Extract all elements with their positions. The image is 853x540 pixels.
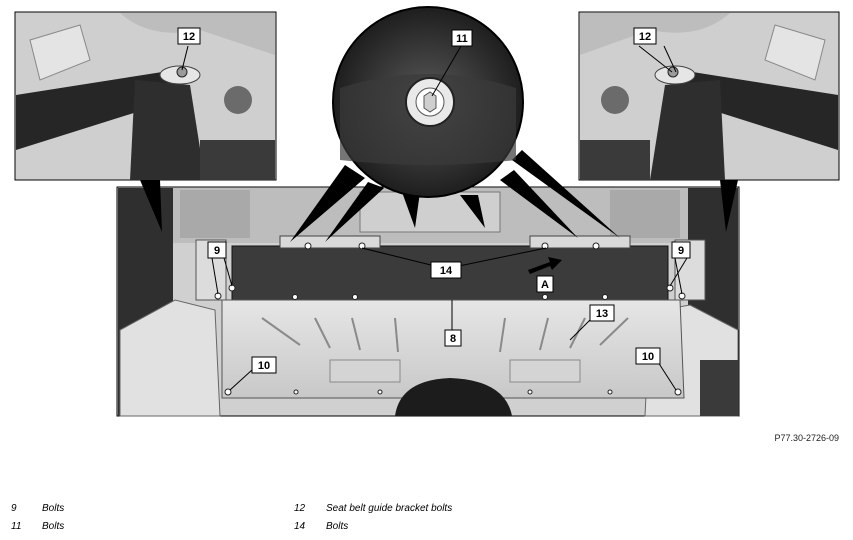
- callout-8: 8: [450, 333, 456, 345]
- callout-A: A: [541, 279, 549, 291]
- callout-9-right: 9: [678, 245, 684, 257]
- callout-10-right: 10: [642, 351, 654, 363]
- detail-view-right: [578, 11, 840, 181]
- legend-text: Seat belt guide bracket bolts: [326, 503, 453, 514]
- callout-13: 13: [596, 308, 608, 320]
- view-direction-arrow: [528, 257, 562, 274]
- main-view: [116, 186, 740, 417]
- legend-text: Bolts: [42, 521, 65, 532]
- legend-text: Bolts: [42, 503, 65, 514]
- callout-9-left: 9: [214, 245, 220, 257]
- legend-number: 9: [11, 503, 17, 514]
- leader-lines: [181, 45, 688, 391]
- magnifier-view: [332, 6, 524, 198]
- legend-number: 11: [11, 521, 22, 532]
- detail-pointers: [140, 150, 738, 242]
- callout-12-left: 12: [183, 31, 195, 43]
- callout-10-left: 10: [258, 360, 270, 372]
- figure-reference-code: P77.30-2726-09: [774, 433, 839, 443]
- legend-number: 14: [294, 521, 306, 532]
- exploded-illustration: 12 12 11 14 A 9 9 8 13 10 10: [14, 6, 840, 417]
- legend-number: 12: [294, 503, 306, 514]
- detail-view-left: [14, 11, 277, 181]
- callout-11: 11: [456, 33, 468, 45]
- callout-labels: 12 12 11 14 A 9 9 8 13 10 10: [177, 27, 691, 374]
- callout-14: 14: [440, 265, 453, 277]
- callout-12-right: 12: [639, 31, 651, 43]
- legend-text: Bolts: [326, 521, 349, 532]
